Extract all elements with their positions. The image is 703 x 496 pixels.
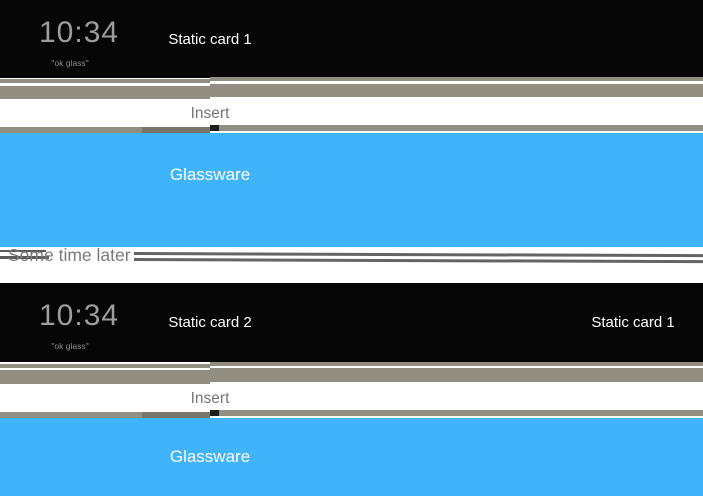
home-card-clock: 10:34: [39, 18, 119, 48]
timeline-bar: [210, 368, 703, 382]
timeline-strip: [0, 79, 210, 83]
divider-line-stub: [0, 250, 46, 252]
static-card-2-label: Static card 2: [168, 314, 252, 331]
timeline-card-row-2: 10:34 "ok glass" Static card 2 Static ca…: [0, 283, 703, 362]
divider-line: [133, 252, 703, 257]
timeline-bar: [210, 125, 703, 131]
glassware-card-1: Glassware: [0, 133, 703, 247]
divider-line-stub: [0, 256, 49, 259]
timeline-strip: [0, 364, 210, 368]
static-card-1-label: Static card 1: [168, 31, 252, 48]
timeline-strip: [210, 362, 703, 366]
home-card-clock: 10:34: [39, 301, 119, 331]
static-card-1-label: Static card 1: [591, 314, 675, 331]
timeline-bar: [210, 410, 703, 416]
ok-glass-hint: "ok glass": [51, 58, 89, 68]
clock-time: 10:34: [39, 16, 120, 49]
timeline-bar-dark-segment: [142, 127, 210, 133]
insert-label: Insert: [190, 390, 230, 407]
divider-line: [133, 258, 703, 263]
timeline-bar: [0, 86, 210, 99]
timeline-card-row-1: 10:34 "ok glass" Static card 1: [0, 0, 703, 78]
timeline-bar-dark-segment: [142, 412, 210, 418]
glassware-label: Glassware: [169, 447, 251, 466]
timeline-bar-notch: [210, 125, 219, 131]
glassware-card-2: Glassware: [0, 418, 703, 496]
clock-time: 10:34: [39, 299, 120, 332]
timeline-bar: [210, 84, 703, 97]
timeline-strip: [210, 77, 703, 81]
insert-row-2: Insert: [0, 385, 703, 411]
timeline-bar: [0, 412, 210, 418]
insert-row-1: Insert: [0, 100, 703, 127]
timeline-bar-notch: [210, 410, 219, 416]
timeline-bar: [0, 127, 210, 133]
glassware-label: Glassware: [169, 165, 251, 184]
some-time-later-label: Some time later: [8, 245, 131, 265]
timeline-bar: [0, 370, 210, 384]
ok-glass-hint: "ok glass": [51, 341, 89, 351]
insert-label: Insert: [190, 105, 230, 122]
